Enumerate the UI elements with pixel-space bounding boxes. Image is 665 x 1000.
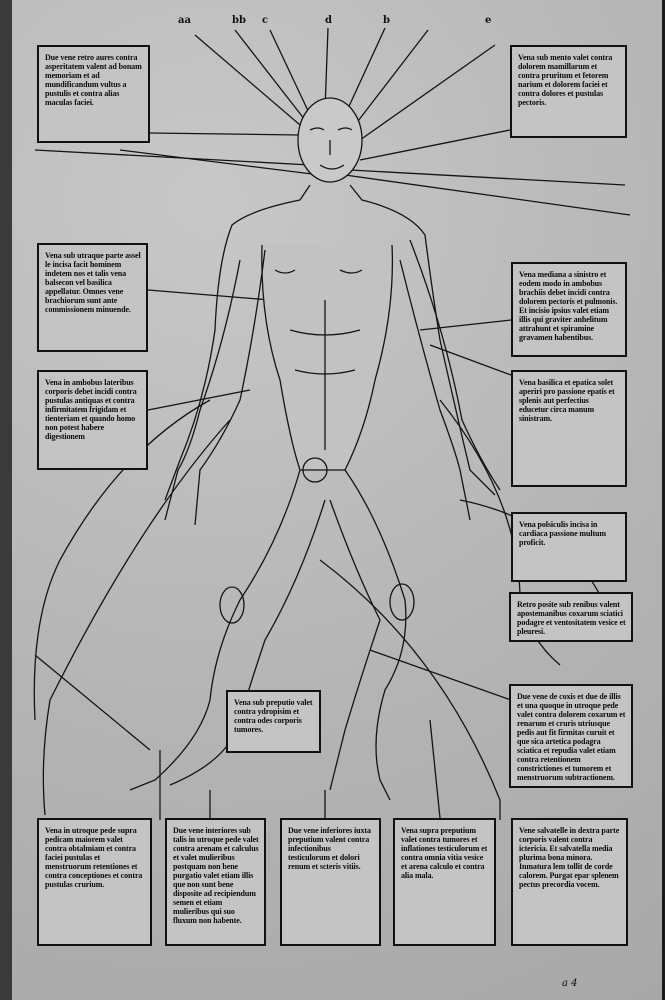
text-box-right-5: Due vene de coxis et due de illis et una… — [509, 684, 633, 788]
text-box-right-2: Vena basilica et epatica solet aperiri p… — [511, 370, 627, 487]
book-spine-shadow — [0, 0, 14, 1000]
text-box-top-right: Vena sub mento valet contra dolorem mami… — [510, 45, 627, 138]
text-box-left-2: Vena in ambobus lateribus corporis debet… — [37, 370, 148, 470]
leader-lines — [34, 27, 631, 751]
text-box-bottom-5: Vene salvatelle in dextra parte corporis… — [511, 818, 628, 946]
text-box-top-left: Due vene retro aures contra asperitatem … — [37, 45, 150, 143]
letter-label: aa — [178, 15, 191, 26]
text-box-bottom-4: Vena supra preputium valet contra tumore… — [393, 818, 496, 946]
right-leg — [329, 469, 407, 801]
lower-leader-lines — [159, 559, 501, 820]
text-box-right-3: Vena polsiculis incisa in cardiaca passi… — [511, 512, 627, 582]
side-veins-left — [33, 399, 231, 816]
letter-label: c — [262, 15, 269, 26]
right-arm — [399, 239, 501, 521]
text-box-right-1: Vena mediana a sinistro et eodem modo in… — [511, 262, 627, 357]
text-box-bottom-1: Vena in utroque pede supra pedicam maior… — [37, 818, 152, 946]
text-box-bottom-2: Due vene interiores sub talis in utroque… — [165, 818, 266, 946]
letter-label: e — [485, 15, 492, 26]
text-box-center: Vena sub preputio valet contra ydropisim… — [226, 690, 321, 753]
torso — [261, 244, 394, 471]
left-leg — [129, 469, 326, 791]
letter-label: d — [325, 15, 332, 26]
text-box-right-4: Retro posite sub renibus valent apostema… — [509, 592, 633, 642]
letter-label: bb — [232, 15, 246, 26]
text-box-left-1: Vena sub utraque parte assel le incisa f… — [37, 243, 148, 352]
left-arm — [164, 249, 266, 526]
text-box-bottom-3: Due vene inferiores iuxta preputium vale… — [280, 818, 381, 946]
signature-mark: a 4 — [562, 978, 578, 989]
letter-label: b — [383, 15, 390, 26]
